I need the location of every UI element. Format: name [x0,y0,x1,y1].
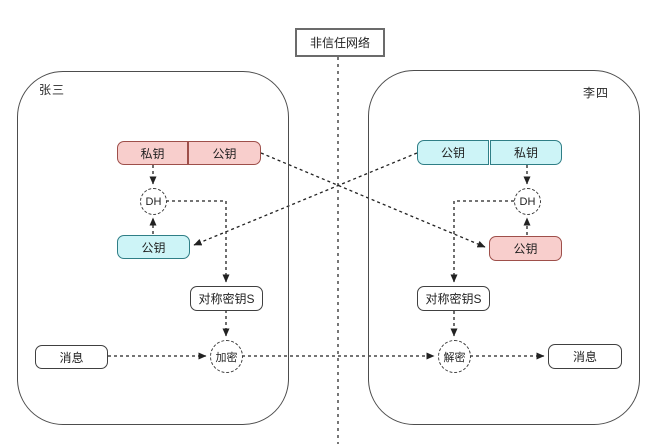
untrusted-network-label: 非信任网络 [309,36,370,50]
node-label: 消息 [572,350,597,364]
connector-dh-left-to-symkey [166,200,230,283]
panel-zhangsan-title: 张三 [39,83,66,97]
node-label: 加密 [215,351,238,364]
node-lisi-public-key: 公钥 [417,140,489,165]
node-label: 公钥 [513,242,538,256]
node-zhangsan-public-key: 公钥 [188,141,261,165]
node-lisi-private-key: 私钥 [490,140,562,165]
node-label: 私钥 [513,146,538,160]
node-encrypt: 加密 [210,340,243,373]
node-label: 消息 [59,350,84,365]
panel-lisi-title: 李四 [583,86,610,100]
node-label: 公钥 [440,146,465,160]
untrusted-network-box: 非信任网络 [295,28,385,57]
node-lisi-symmetric-key: 对称密钥S [417,286,490,311]
panel-lisi [368,70,640,425]
node-zhangsan-message: 消息 [35,345,108,369]
node-zhangsan-received-public-key: 公钥 [117,235,190,259]
connector-dh-right-to-symkey [450,200,514,283]
node-zhangsan-symmetric-key: 对称密钥S [190,286,263,311]
node-zhangsan-dh: DH [140,188,167,215]
connector-pubkey-exchange-left-to-right [260,152,486,248]
node-lisi-message: 消息 [548,344,622,369]
node-lisi-dh: DH [514,188,541,215]
node-label: 对称密钥S [198,292,255,306]
node-lisi-received-public-key: 公钥 [489,236,562,261]
node-zhangsan-private-key: 私钥 [117,141,188,165]
node-label: DH [145,195,162,208]
node-label: 私钥 [140,146,165,161]
node-label: 对称密钥S [425,292,482,306]
node-label: 公钥 [212,146,237,161]
panel-zhangsan [17,71,289,425]
node-decrypt: 解密 [438,340,471,373]
node-label: 解密 [443,351,466,364]
node-label: 公钥 [141,240,166,255]
connector-pubkey-exchange-right-to-left [193,152,418,246]
node-label: DH [519,195,536,208]
